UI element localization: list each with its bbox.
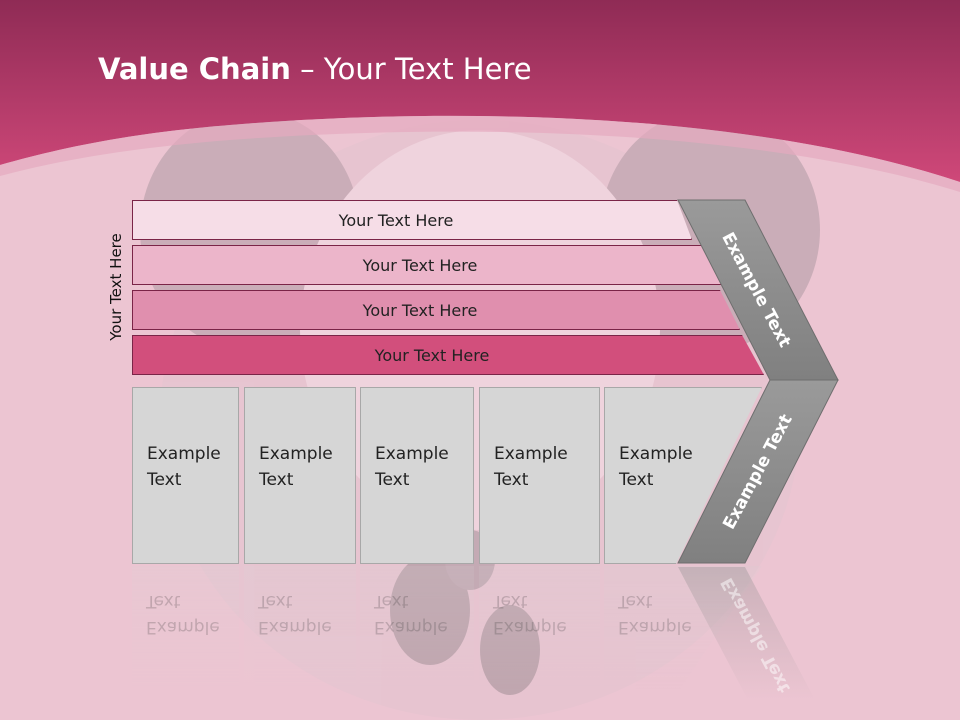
- activity-box-3-label: Example Text: [375, 444, 449, 490]
- value-bar-1: Your Text Here: [132, 200, 692, 240]
- activity-box-4-label: Example Text: [494, 444, 568, 490]
- title-rest: – Your Text Here: [290, 52, 532, 86]
- title-bold: Value Chain: [98, 52, 291, 86]
- header-band: [0, 0, 960, 192]
- value-bar-4: Your Text Here: [132, 335, 764, 375]
- activity-box-5-label: Example Text: [619, 444, 693, 490]
- activity-box-1: Example Text: [132, 387, 239, 564]
- value-bar-2: Your Text Here: [132, 245, 740, 285]
- chevron-reflection: [678, 567, 815, 700]
- value-bar-4-label: Your Text Here: [374, 345, 490, 365]
- chevron-lower-arm: [677, 379, 839, 564]
- page-title: Value Chain – Your Text Here: [98, 52, 532, 86]
- activity-box-4: Example Text: [479, 387, 600, 564]
- value-bar-1-label: Your Text Here: [338, 210, 454, 230]
- activity-box-2: Example Text: [244, 387, 356, 564]
- activity-box-3: Example Text: [360, 387, 474, 564]
- value-bar-2-label: Your Text Here: [362, 255, 478, 275]
- activity-box-1-label: Example Text: [147, 444, 221, 490]
- activity-box-2-label: Example Text: [259, 444, 333, 490]
- value-bar-3-label: Your Text Here: [362, 300, 478, 320]
